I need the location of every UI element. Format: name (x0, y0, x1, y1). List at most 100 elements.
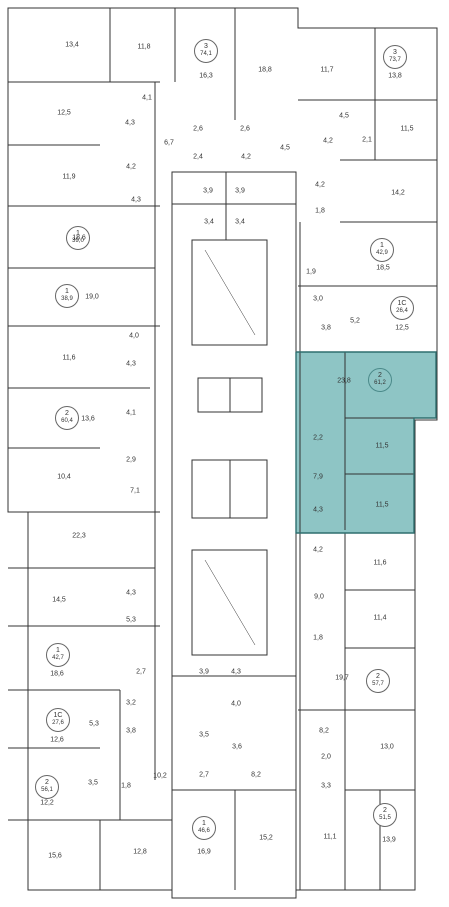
apartment-area: 42,7 (52, 655, 64, 661)
room-area-label: 3,5 (199, 731, 209, 739)
apartment-rooms: 3 (204, 43, 208, 50)
apartment-rooms: 2 (383, 807, 387, 814)
room-area-label: 3,5 (88, 779, 98, 787)
apartment-rooms: 1 (76, 230, 80, 237)
apartment-area: 74,1 (200, 51, 212, 57)
apartment-area: 46,6 (198, 828, 210, 834)
room-area-label: 11,6 (373, 559, 387, 567)
room-area-label: 18,6 (50, 670, 64, 678)
apartment-rooms: 3 (393, 49, 397, 56)
room-area-label: 3,4 (204, 218, 214, 226)
room-area-label: 11,5 (375, 501, 389, 509)
room-area-label: 11,7 (320, 66, 334, 74)
apartment-area: 56,1 (41, 787, 53, 793)
apartment-rooms: 1 (56, 647, 60, 654)
room-area-label: 10,4 (57, 473, 71, 481)
room-area-label: 23,8 (337, 377, 351, 385)
room-area-label: 11,5 (400, 125, 414, 133)
apartment-area: 61,2 (374, 380, 386, 386)
room-area-label: 2,0 (321, 753, 331, 761)
room-area-label: 3,8 (321, 324, 331, 332)
apartment-area: 38,9 (61, 296, 73, 302)
room-area-label: 11,6 (62, 354, 76, 362)
room-area-label: 4,3 (126, 360, 136, 368)
room-area-label: 10,2 (153, 772, 167, 780)
room-area-label: 6,7 (164, 139, 174, 147)
room-area-label: 8,2 (319, 727, 329, 735)
room-area-label: 13,9 (382, 836, 396, 844)
room-area-label: 11,5 (375, 442, 389, 450)
room-area-label: 2,4 (193, 153, 203, 161)
apartment-area: 57,7 (372, 681, 384, 687)
room-area-label: 3,9 (235, 187, 245, 195)
room-area-label: 2,9 (126, 456, 136, 464)
room-area-label: 15,6 (48, 852, 62, 860)
room-area-label: 1,8 (315, 207, 325, 215)
apartment-rooms: 1 (380, 242, 384, 249)
room-area-label: 9,0 (314, 593, 324, 601)
highlighted-apartment-area[interactable] (296, 352, 436, 533)
room-area-label: 4,3 (231, 668, 241, 676)
apartment-area: 73,7 (389, 57, 401, 63)
room-area-label: 8,2 (251, 771, 261, 779)
room-area-label: 13,8 (388, 72, 402, 80)
apartment-rooms: 2 (376, 673, 380, 680)
room-area-label: 4,2 (126, 163, 136, 171)
room-area-label: 4,3 (126, 589, 136, 597)
room-area-label: 7,9 (313, 473, 323, 481)
room-area-label: 3,6 (232, 743, 242, 751)
room-area-label: 3,8 (126, 727, 136, 735)
room-area-label: 13,0 (380, 743, 394, 751)
room-area-label: 19,0 (85, 293, 99, 301)
room-area-label: 14,5 (52, 596, 66, 604)
room-area-label: 5,3 (126, 616, 136, 624)
room-area-label: 2,6 (193, 125, 203, 133)
room-area-label: 4,2 (313, 546, 323, 554)
room-area-label: 4,1 (142, 94, 152, 102)
room-area-label: 3,9 (203, 187, 213, 195)
room-area-label: 13,6 (81, 415, 95, 423)
apartment-rooms: 1С (397, 300, 407, 307)
room-area-label: 12,5 (57, 109, 71, 117)
apartment-rooms: 2 (65, 410, 69, 417)
room-area-label: 1,9 (306, 268, 316, 276)
room-area-label: 18,8 (258, 66, 272, 74)
room-area-label: 4,5 (339, 112, 349, 120)
room-area-label: 4,5 (280, 144, 290, 152)
apartment-rooms: 1С (53, 712, 63, 719)
room-area-label: 13,4 (65, 41, 79, 49)
highlighted-apartment-outline (295, 351, 437, 534)
room-area-label: 11,8 (137, 43, 151, 51)
apartment-rooms: 2 (45, 779, 49, 786)
room-area-label: 22,3 (72, 532, 86, 540)
room-area-label: 18,6 (72, 234, 86, 242)
room-area-label: 3,3 (321, 782, 331, 790)
room-area-label: 4,3 (313, 506, 323, 514)
room-area-label: 3,9 (199, 668, 209, 676)
room-area-label: 1,8 (121, 782, 131, 790)
room-area-label: 4,2 (315, 181, 325, 189)
room-area-label: 19,7 (335, 674, 349, 682)
room-area-label: 11,9 (62, 173, 76, 181)
room-area-label: 3,2 (126, 699, 136, 707)
room-area-label: 15,2 (259, 834, 273, 842)
apartment-area: 39,0 (72, 238, 84, 244)
apartment-rooms: 1 (202, 820, 206, 827)
room-area-label: 3,4 (235, 218, 245, 226)
